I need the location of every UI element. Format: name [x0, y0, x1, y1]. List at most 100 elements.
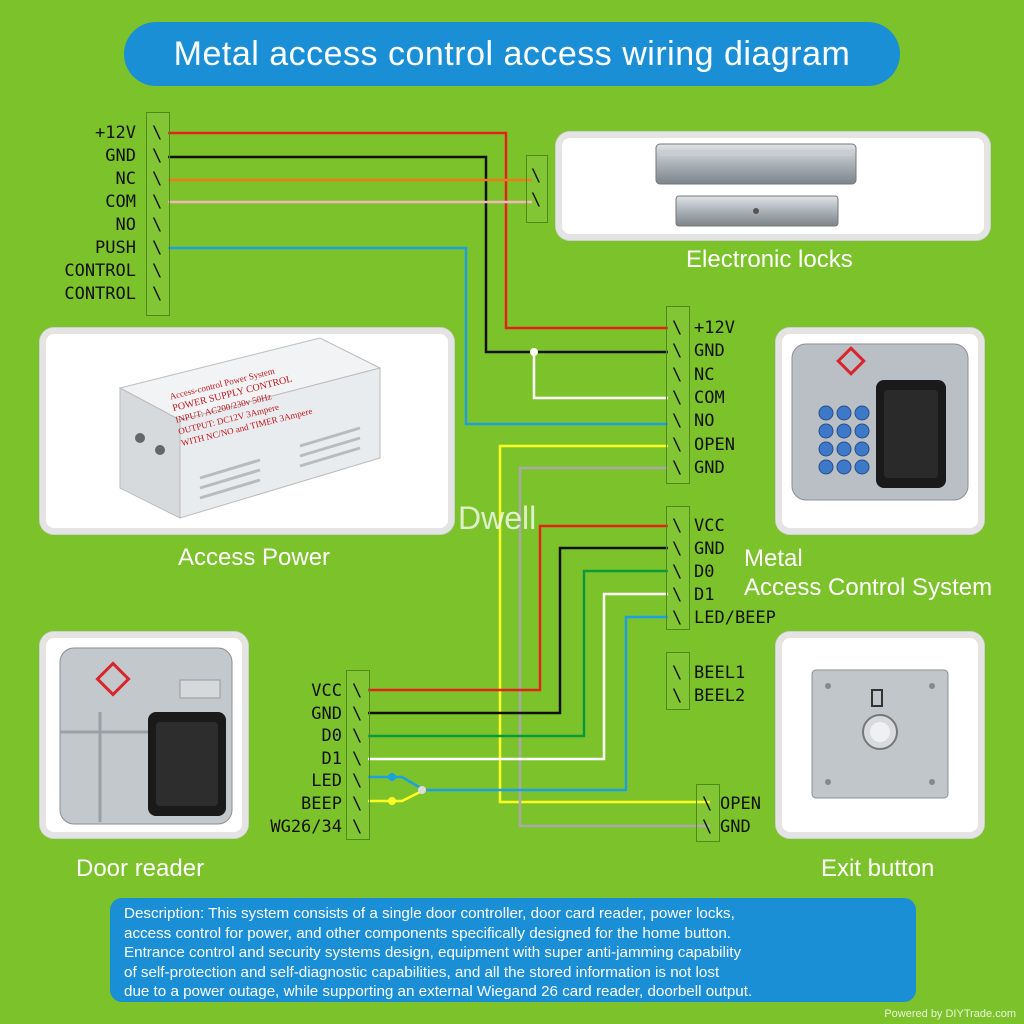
screw-terminal-icon: \ — [152, 123, 163, 143]
beep-dot — [388, 797, 396, 805]
screw-terminal-icon: \ — [672, 539, 683, 559]
electronic-lock-panel — [556, 132, 990, 240]
door-reader-panel — [40, 632, 248, 838]
screw-terminal-icon: \ — [352, 726, 363, 747]
power-supply-image: Access-control Power System POWER SUPPLY… — [118, 337, 382, 519]
wire-beep-link — [368, 788, 425, 803]
screw-terminal-icon: \ — [352, 703, 363, 724]
screw-terminal-icon: \ — [672, 686, 683, 706]
screw-terminal-icon: \ — [672, 387, 683, 408]
screw-terminal-icon: \ — [152, 238, 163, 258]
merge-dot — [418, 786, 426, 794]
terminal-label: NC — [694, 364, 715, 385]
terminal-label: NO — [115, 215, 136, 235]
screw-terminal-icon: \ — [352, 816, 363, 837]
copyright: Powered by DIYTrade.com — [884, 1008, 1016, 1020]
terminal-label: D0 — [694, 562, 715, 582]
screw-terminal-icon: \ — [672, 663, 683, 683]
screw-terminal-icon: \ — [352, 748, 363, 769]
terminal-label: GND — [720, 817, 751, 837]
access-power-panel: Access-control Power System POWER SUPPLY… — [40, 328, 454, 534]
screw-terminal-icon: \ — [672, 457, 683, 478]
exit-terminal-block — [696, 784, 720, 842]
screw-terminal-icon: \ — [531, 166, 542, 186]
terminal-label: NC — [115, 169, 136, 189]
wire-vcc-red — [368, 524, 668, 692]
screw-terminal-icon: \ — [672, 516, 683, 536]
screw-terminal-icon: \ — [152, 169, 163, 189]
access-power-caption: Access Power — [178, 544, 331, 571]
screw-terminal-icon: \ — [672, 341, 683, 362]
wire-com-white — [532, 352, 668, 400]
screw-terminal-icon: \ — [672, 411, 683, 432]
junction-dot — [530, 348, 538, 356]
terminal-label: LED — [311, 771, 342, 792]
terminal-label: GND — [694, 457, 725, 478]
exit-button-caption: Exit button — [821, 855, 935, 882]
wire-push-blue — [168, 246, 668, 426]
terminal-label: +12V — [95, 123, 136, 143]
screw-terminal-icon: \ — [672, 562, 683, 582]
electronic-locks-caption: Electronic locks — [686, 246, 853, 273]
wire-12v-red — [168, 131, 668, 330]
controller-power-terminal-block — [666, 306, 690, 484]
terminal-label: GND — [694, 539, 725, 559]
keypad-image — [791, 343, 969, 501]
metal-caption-line1: Metal — [744, 545, 803, 572]
metal-caption-line2: Access Control System — [744, 574, 993, 601]
terminal-label: D0 — [321, 726, 342, 747]
terminal-label: VCC — [311, 681, 342, 701]
terminal-label: GND — [105, 146, 136, 166]
terminal-label: NO — [694, 411, 715, 432]
screw-terminal-icon: \ — [352, 794, 363, 814]
description-line: Entrance control and security systems de… — [124, 944, 742, 962]
terminal-label: LED/BEEP — [694, 608, 776, 628]
screw-terminal-icon: \ — [672, 434, 683, 455]
description-line: access control for power, and other comp… — [124, 924, 732, 942]
screw-terminal-icon: \ — [152, 261, 163, 281]
terminal-label: COM — [694, 387, 725, 408]
description-box: Description: This system consists of a s… — [110, 898, 916, 1002]
description-line: of self-protection and self-diagnostic c… — [124, 963, 720, 981]
led-dot — [388, 773, 396, 781]
terminal-label: CONTROL — [64, 261, 136, 281]
controller-reader-terminal-block — [666, 506, 690, 630]
screw-terminal-icon: \ — [672, 608, 683, 628]
wire-gnd-gray — [518, 466, 710, 828]
exit-button-panel — [776, 632, 984, 838]
terminal-label: OPEN — [720, 794, 761, 814]
terminal-label: +12V — [694, 318, 735, 338]
screw-terminal-icon: \ — [702, 817, 713, 837]
exit-button-image — [811, 669, 949, 799]
screw-terminal-icon: \ — [152, 192, 163, 212]
terminal-label: WG26/34 — [270, 816, 342, 837]
lock-terminal-block — [526, 155, 548, 223]
terminal-label: BEEL2 — [694, 686, 746, 706]
wire-gnd2-black — [368, 546, 668, 715]
screw-terminal-icon: \ — [702, 794, 713, 814]
terminal-label: CONTROL — [64, 284, 136, 304]
terminal-label: PUSH — [95, 238, 136, 258]
terminal-label: BEEL1 — [694, 663, 746, 683]
controller-bell-terminal-block — [666, 652, 690, 710]
terminal-label: BEEP — [301, 794, 342, 814]
screw-terminal-icon: \ — [352, 681, 363, 701]
wire-led-blue — [424, 615, 668, 792]
screw-terminal-icon: \ — [352, 771, 363, 792]
screw-terminal-icon: \ — [672, 318, 683, 338]
terminal-label: VCC — [694, 516, 725, 536]
screw-terminal-icon: \ — [672, 585, 683, 605]
wire-d0-green — [368, 569, 668, 738]
terminal-label: D1 — [321, 748, 342, 769]
screw-terminal-icon: \ — [152, 215, 163, 235]
wire-open-yellow — [498, 444, 710, 804]
terminal-label: D1 — [694, 585, 715, 605]
card-reader-image — [59, 647, 233, 825]
page-title: Metal access control access wiring diagr… — [124, 22, 900, 86]
wire-gnd-black — [168, 155, 668, 354]
description-line: Description: This system consists of a s… — [124, 905, 735, 922]
reader-terminal-block — [346, 670, 370, 840]
keypad-controller-panel — [776, 328, 984, 534]
